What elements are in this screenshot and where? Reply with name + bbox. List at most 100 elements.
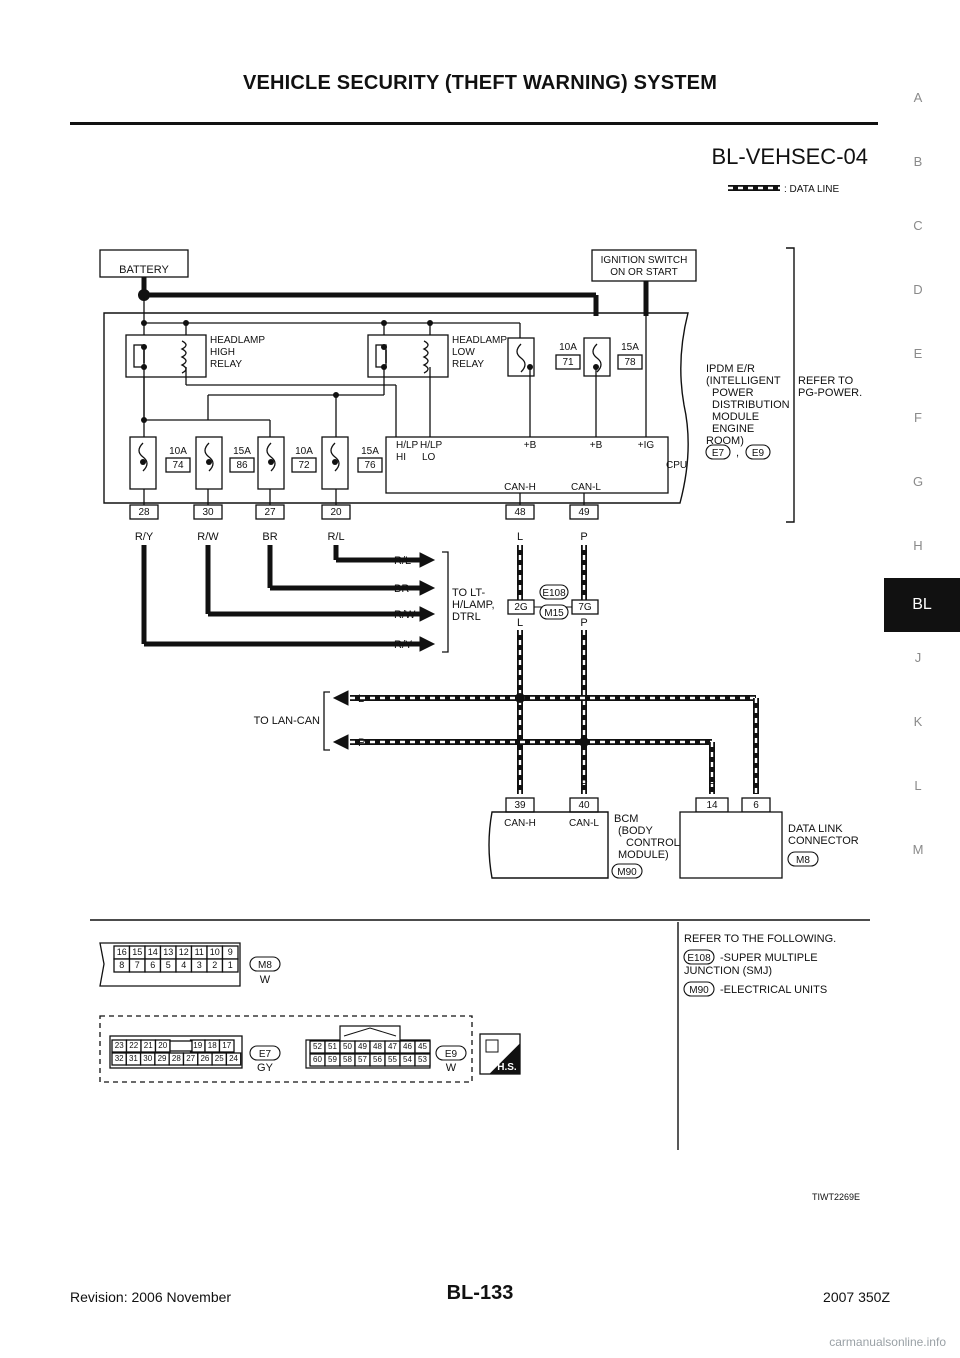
section-tab-k[interactable]: K <box>913 714 923 729</box>
refer-connector-m90-label: M90 <box>689 985 709 996</box>
e9-pin-53 <box>414 1053 431 1067</box>
section-tab-g[interactable]: G <box>912 474 924 489</box>
fuse-bottom-num-3-label: 76 <box>364 460 376 471</box>
ipdm-label-0: IPDM E/R <box>706 363 755 375</box>
fuse-top-num-0-label: 71 <box>562 357 574 368</box>
relay-low-label-3: RELAY <box>452 359 484 370</box>
m8-pin-11-label: 11 <box>195 947 204 957</box>
dlc-connector-m8 <box>787 851 819 867</box>
ipdm-label-4: MODULE <box>712 411 759 423</box>
fuse-bottom-num-2 <box>291 457 317 473</box>
fuse-76-element <box>330 442 340 472</box>
fuse-72-element <box>266 442 276 472</box>
lt-arrow-2 <box>419 606 436 622</box>
m8-pin-13-label: 13 <box>163 947 173 957</box>
e7-pin-19-label: 19 <box>193 1041 202 1050</box>
ipdm-comma: , <box>736 447 739 459</box>
cpu-box <box>385 436 669 494</box>
wire-color-1: R/W <box>197 531 219 543</box>
e7-pin-29-label: 29 <box>158 1054 167 1063</box>
junction-wire-l: L <box>517 617 523 629</box>
section-tab-h[interactable]: H <box>913 538 923 553</box>
section-tab-a[interactable]: A <box>913 90 923 105</box>
m8-pin-1-label: 1 <box>228 960 233 970</box>
m8-pin-7-label: 7 <box>135 960 140 970</box>
ipdm-terminal-30-label: 30 <box>202 507 214 518</box>
page-title: VEHICLE SECURITY (THEFT WARNING) SYSTEM <box>242 72 718 94</box>
section-tab-m[interactable]: M <box>912 842 924 857</box>
dlc-wire-p: P <box>708 778 715 790</box>
lt-arrow-1 <box>419 580 436 596</box>
bcm-label-3: MODULE) <box>618 849 669 861</box>
section-tab-e[interactable]: E <box>913 346 923 361</box>
lt-bracket <box>442 551 449 653</box>
fuse-bottom-num-0-label: 74 <box>172 460 184 471</box>
lt-out-label-3: R/Y <box>394 639 413 651</box>
section-tab-f[interactable]: F <box>914 410 922 425</box>
e9-pin-49-label: 49 <box>358 1042 367 1051</box>
e9-pin-48-label: 48 <box>373 1042 382 1051</box>
fuse-bottom-num-1 <box>229 457 255 473</box>
e7-color: GY <box>257 1062 274 1074</box>
cpu-in-hlp-hi-2: HI <box>396 452 406 463</box>
relay-low-coil <box>422 340 429 374</box>
to-lt-label-0: TO LT- <box>452 587 486 599</box>
relay-high-coil <box>180 340 187 374</box>
section-tab-c[interactable]: C <box>913 218 923 233</box>
fuse-bottom-num-0 <box>165 457 191 473</box>
lan-arrow-h <box>332 690 349 706</box>
m8-pin-5-label: 5 <box>166 960 171 970</box>
relay-high-label-3: RELAY <box>210 359 242 370</box>
to-lt-label-2: DTRL <box>452 611 481 623</box>
section-tab-bl[interactable]: BL <box>884 578 960 632</box>
section-tab-j[interactable]: J <box>914 650 922 665</box>
e7-pin-17 <box>218 1039 235 1053</box>
m8-pin-2-label: 2 <box>212 960 217 970</box>
e7-pin-21-label: 21 <box>144 1041 153 1050</box>
e9-color: W <box>446 1062 457 1074</box>
cpu-in-hlp-lo-1: H/LP <box>420 440 443 451</box>
lt-out-label-1: BR <box>394 583 409 595</box>
wire-color-2: BR <box>262 531 277 543</box>
refer-power-2: PG-POWER. <box>798 387 862 399</box>
m8-pin-4-label: 4 <box>181 960 186 970</box>
e9-connector-id-label: E9 <box>445 1049 458 1060</box>
ipdm-terminal-49-label: 49 <box>578 507 590 518</box>
m8-face-outline <box>99 942 241 987</box>
section-tab-d[interactable]: D <box>913 282 923 297</box>
bcm-terminal-40-label: 40 <box>578 800 590 811</box>
e9-key <box>343 1027 397 1037</box>
e9-pin-46-label: 46 <box>403 1042 412 1051</box>
cpu-label: CPU <box>666 460 687 471</box>
watermark: carmanualsonline.info <box>829 1335 946 1349</box>
e9-pin-55-label: 55 <box>388 1055 397 1064</box>
e7-key <box>169 1040 193 1052</box>
to-lt-label-1: H/LAMP, <box>452 599 495 611</box>
cpu-in-hlp-lo-2: LO <box>422 452 436 463</box>
ipdm-connector-e9-label: E9 <box>752 448 765 459</box>
header-rule <box>70 122 878 125</box>
section-tab-l[interactable]: L <box>914 778 922 793</box>
bcm-label-2: CONTROL <box>626 837 680 849</box>
dlc-box <box>679 811 783 879</box>
bcm-wire-l: L <box>517 778 523 790</box>
ignition-switch-box <box>591 249 697 282</box>
e9-pin-57-label: 57 <box>358 1055 367 1064</box>
e7-connector-id <box>249 1045 281 1061</box>
e7-pin-32-label: 32 <box>115 1054 124 1063</box>
bcm-connector-m90 <box>611 863 643 879</box>
bcm-can-h: CAN-H <box>504 818 536 829</box>
fuse-86-element <box>204 442 214 472</box>
refer-title: REFER TO THE FOLLOWING. <box>684 933 836 945</box>
ipdm-connector-e9 <box>745 444 771 460</box>
relay-high-label-2: HIGH <box>210 347 235 358</box>
relay-low-label-2: LOW <box>452 347 475 358</box>
section-tab-b[interactable]: B <box>913 154 923 169</box>
fuse-bottom-amp-1: 15A <box>233 446 251 457</box>
fuse-top-amp-1: 15A <box>621 342 639 353</box>
can-h-junction <box>515 693 525 703</box>
junction-m15-label: M15 <box>544 608 564 619</box>
m8-pin-12-label: 12 <box>179 947 189 957</box>
bcm-label-1: (BODY <box>618 825 654 837</box>
hs-icon-corner <box>488 1042 521 1075</box>
